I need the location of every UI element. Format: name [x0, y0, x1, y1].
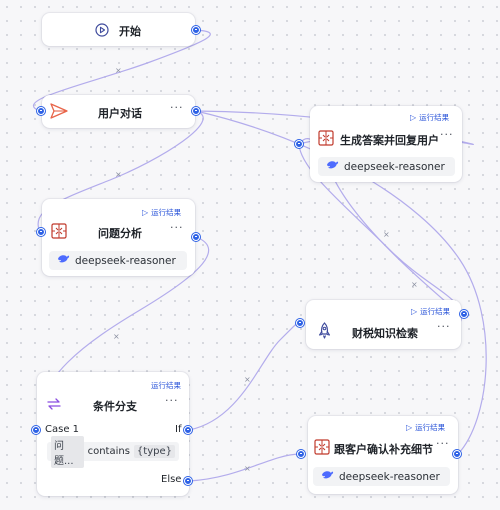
- generate-answer-run-result-link[interactable]: ▷运行结果: [410, 112, 449, 123]
- user-dialog-title: 用户对话: [98, 107, 142, 120]
- edge-marker[interactable]: ×: [244, 464, 251, 473]
- problem-analysis-node[interactable]: ▷运行结果 问题分析 ··· deepseek-reasoner: [42, 199, 195, 276]
- branch-input-port[interactable]: [32, 426, 40, 434]
- model-name: deepseek-reasoner: [344, 160, 445, 173]
- edge-marker[interactable]: ×: [411, 280, 418, 289]
- problem-analysis-model[interactable]: deepseek-reasoner: [49, 251, 187, 270]
- generate-answer-model[interactable]: deepseek-reasoner: [318, 157, 455, 176]
- user-dialog-more-menu[interactable]: ···: [170, 101, 184, 114]
- model-name: deepseek-reasoner: [339, 470, 440, 483]
- edge-marker[interactable]: ×: [115, 66, 122, 75]
- deepseek-whale-icon: [326, 160, 339, 173]
- confirm-details-more-menu[interactable]: ···: [436, 437, 450, 450]
- confirm-details-output-port[interactable]: [453, 450, 461, 458]
- run-result-label: 运行结果: [420, 307, 451, 316]
- model-frame-icon: [314, 439, 330, 459]
- branch-more-menu[interactable]: ···: [165, 394, 179, 407]
- switch-arrows-icon: [46, 396, 62, 416]
- send-icon: [49, 101, 69, 125]
- deepseek-whale-icon: [57, 254, 70, 267]
- deepseek-whale-icon: [321, 470, 334, 483]
- run-result-label: 运行结果: [415, 423, 446, 432]
- branch-else-label: Else: [161, 474, 182, 485]
- edge-marker[interactable]: ×: [113, 332, 120, 341]
- start-node[interactable]: 开始: [42, 13, 195, 46]
- start-node-title: 开始: [119, 25, 141, 38]
- edge-marker[interactable]: ×: [115, 170, 122, 179]
- play-icon: ▷: [410, 113, 417, 122]
- start-output-port[interactable]: [192, 26, 200, 34]
- branch-condition-row[interactable]: 问题... contains {type}: [47, 435, 179, 468]
- branch-if-label: If: [175, 424, 182, 435]
- rocket-icon: [317, 322, 332, 343]
- tax-search-run-result-link[interactable]: ▷运行结果: [411, 306, 450, 317]
- condition-value[interactable]: {type}: [133, 445, 175, 458]
- generate-answer-node[interactable]: ▷运行结果 生成答案并回复用户 ··· deepseek-reasoner: [310, 106, 462, 182]
- user-dialog-input-port[interactable]: [37, 107, 45, 115]
- confirm-details-run-result-link[interactable]: ▷运行结果: [406, 422, 445, 433]
- problem-analysis-run-result-link[interactable]: ▷运行结果: [142, 207, 181, 218]
- edge-marker[interactable]: ×: [244, 375, 251, 384]
- problem-analysis-title: 问题分析: [98, 227, 142, 240]
- run-result-label: 运行结果: [419, 113, 450, 122]
- condition-branch-node[interactable]: 运行结果 条件分支 ··· Case 1 If Else: [37, 372, 189, 496]
- tax-search-more-menu[interactable]: ···: [437, 320, 451, 333]
- model-name: deepseek-reasoner: [75, 254, 176, 267]
- model-frame-icon: [51, 223, 67, 243]
- problem-analysis-output-port[interactable]: [192, 233, 200, 241]
- branch-else-output-port[interactable]: [184, 477, 192, 485]
- confirm-details-model[interactable]: deepseek-reasoner: [313, 467, 450, 486]
- user-dialog-node[interactable]: 用户对话 ···: [42, 95, 195, 128]
- branch-run-result-link[interactable]: 运行结果: [151, 380, 181, 391]
- confirm-details-title: 跟客户确认补充细节: [334, 443, 433, 456]
- tax-search-output-port[interactable]: [460, 310, 468, 318]
- tax-search-title: 财税知识检索: [352, 327, 418, 340]
- generate-answer-input-port[interactable]: [295, 140, 303, 148]
- run-result-label: 运行结果: [151, 208, 182, 217]
- confirm-details-node[interactable]: ▷运行结果 跟客户确认补充细节 ··· deepseek-reasoner: [308, 416, 458, 494]
- problem-analysis-more-menu[interactable]: ···: [170, 221, 184, 234]
- branch-title: 条件分支: [93, 400, 137, 413]
- branch-if-output-port[interactable]: [184, 426, 192, 434]
- confirm-details-input-port[interactable]: [297, 450, 305, 458]
- play-icon: ▷: [411, 307, 418, 316]
- branch-case-label: Case 1: [45, 424, 80, 435]
- generate-answer-more-menu[interactable]: ···: [440, 128, 454, 141]
- condition-field[interactable]: 问题...: [51, 435, 84, 468]
- play-icon: ▷: [406, 423, 413, 432]
- generate-answer-title: 生成答案并回复用户: [340, 134, 439, 147]
- model-frame-icon: [318, 130, 334, 150]
- play-circle-icon: [95, 22, 109, 41]
- tax-search-node[interactable]: ▷运行结果 财税知识检索 ···: [306, 300, 461, 349]
- problem-analysis-input-port[interactable]: [37, 228, 45, 236]
- tax-search-input-port[interactable]: [296, 319, 304, 327]
- user-dialog-output-port[interactable]: [192, 107, 200, 115]
- play-icon: ▷: [142, 208, 149, 217]
- edge-marker[interactable]: ×: [383, 230, 390, 239]
- condition-operator[interactable]: contains: [87, 446, 130, 457]
- run-result-label: 运行结果: [151, 381, 181, 390]
